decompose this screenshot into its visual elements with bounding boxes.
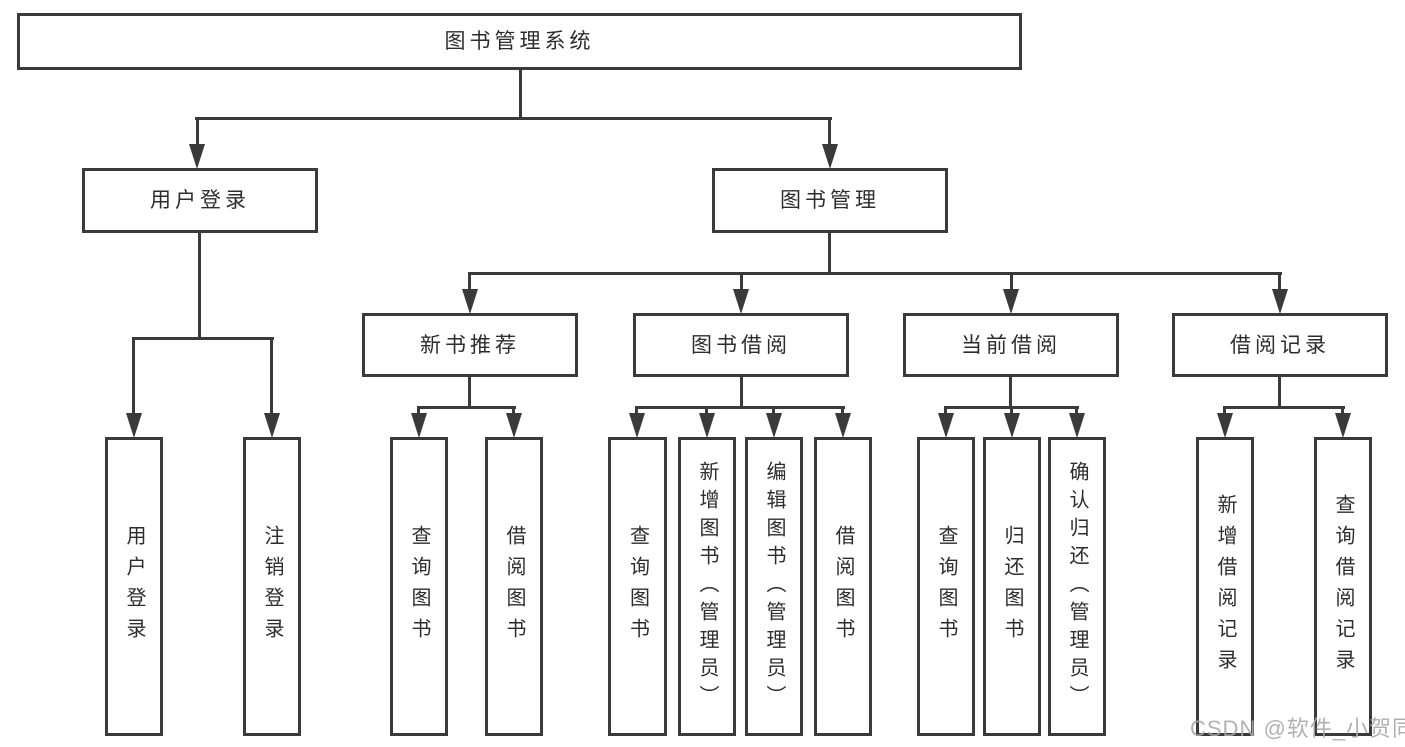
- leaf-confirm-return-admin-label: 确认归还（管理员）: [1066, 460, 1088, 713]
- arrow-down-icon: [733, 289, 749, 314]
- edge-line: [417, 406, 516, 409]
- edge-line: [841, 406, 844, 416]
- arrow-down-icon: [835, 413, 851, 438]
- arrow-down-icon: [1272, 289, 1288, 314]
- arrow-down-icon: [1069, 413, 1085, 438]
- edge-line: [705, 406, 708, 416]
- leaf-add-borrow-record: 新增借阅记录: [1196, 437, 1254, 736]
- edge-line: [1010, 406, 1013, 416]
- edge-line: [740, 377, 743, 409]
- leaf-return-books-label: 归还图书: [1001, 524, 1023, 649]
- arrow-down-icon: [126, 413, 142, 438]
- leaf-logout-label: 注销登录: [261, 524, 283, 649]
- leaf-add-book-admin: 新增图书（管理员）: [678, 437, 736, 736]
- edge-line: [1010, 272, 1013, 292]
- edge-line: [772, 406, 775, 416]
- leaf-query-borrow-record-label: 查询借阅记录: [1332, 493, 1354, 680]
- edge-line: [740, 272, 743, 292]
- node-new-book-recommend-label: 新书推荐: [420, 333, 520, 357]
- node-root-label: 图书管理系统: [444, 30, 595, 53]
- edge-line: [198, 233, 201, 339]
- leaf-borrow-books-borrowing: 借阅图书: [814, 437, 872, 736]
- csdn-watermark: CSDN @软件_小贺同学: [1190, 716, 1405, 741]
- leaf-confirm-return-admin: 确认归还（管理员）: [1048, 437, 1106, 736]
- leaf-add-book-admin-label: 新增图书（管理员）: [696, 460, 718, 713]
- leaf-user-login-label: 用户登录: [123, 524, 145, 649]
- edge-line: [1278, 377, 1281, 409]
- edge-line: [196, 117, 199, 146]
- node-book-borrowing: 图书借阅: [633, 313, 849, 377]
- arrow-down-icon: [822, 144, 838, 169]
- leaf-query-books-current-label: 查询图书: [935, 524, 957, 649]
- arrow-down-icon: [1217, 413, 1233, 438]
- edge-line: [132, 337, 135, 415]
- leaf-query-borrow-record: 查询借阅记录: [1314, 437, 1372, 736]
- arrow-down-icon: [189, 144, 205, 169]
- leaf-query-books-recommend: 查询图书: [390, 437, 448, 736]
- edge-line: [1223, 406, 1345, 409]
- arrow-down-icon: [766, 413, 782, 438]
- edge-line: [512, 406, 515, 416]
- node-book-borrowing-label: 图书借阅: [691, 333, 791, 357]
- leaf-query-books-recommend-label: 查询图书: [408, 524, 430, 649]
- edge-line: [270, 337, 273, 415]
- arrow-down-icon: [462, 289, 478, 314]
- leaf-logout: 注销登录: [243, 437, 301, 736]
- leaf-borrow-books-recommend-label: 借阅图书: [503, 524, 525, 649]
- edge-line: [635, 406, 845, 409]
- edge-line: [1223, 406, 1226, 416]
- leaf-user-login: 用户登录: [105, 437, 163, 736]
- arrow-down-icon: [938, 413, 954, 438]
- edge-line: [468, 272, 471, 292]
- node-new-book-recommend: 新书推荐: [362, 313, 578, 377]
- edge-line: [468, 272, 1282, 275]
- node-book-management-label: 图书管理: [780, 189, 880, 212]
- edge-line: [1075, 406, 1078, 416]
- edge-line: [828, 117, 831, 146]
- edge-line: [417, 406, 420, 416]
- node-current-borrowing-label: 当前借阅: [961, 333, 1061, 357]
- arrow-down-icon: [411, 413, 427, 438]
- leaf-edit-book-admin-label: 编辑图书（管理员）: [763, 460, 785, 713]
- edge-line: [519, 70, 522, 119]
- node-borrowing-records-label: 借阅记录: [1230, 333, 1330, 357]
- edge-line: [828, 233, 831, 275]
- arrow-down-icon: [1335, 413, 1351, 438]
- leaf-add-borrow-record-label: 新增借阅记录: [1214, 493, 1236, 680]
- edge-line: [944, 406, 947, 416]
- leaf-query-books-borrowing: 查询图书: [608, 437, 667, 736]
- edge-line: [1278, 272, 1281, 292]
- arrow-down-icon: [264, 413, 280, 438]
- arrow-down-icon: [629, 413, 645, 438]
- arrow-down-icon: [506, 413, 522, 438]
- node-user-login-label: 用户登录: [150, 189, 250, 212]
- node-user-login: 用户登录: [82, 168, 318, 233]
- node-current-borrowing: 当前借阅: [903, 313, 1119, 377]
- edge-line: [195, 117, 832, 120]
- edge-line: [1009, 377, 1012, 409]
- arrow-down-icon: [1003, 289, 1019, 314]
- leaf-query-books-current: 查询图书: [917, 437, 975, 736]
- edge-line: [1341, 406, 1344, 416]
- node-book-management: 图书管理: [712, 168, 948, 233]
- arrow-down-icon: [1004, 413, 1020, 438]
- leaf-edit-book-admin: 编辑图书（管理员）: [745, 437, 803, 736]
- leaf-query-books-borrowing-label: 查询图书: [626, 524, 649, 649]
- leaf-borrow-books-borrowing-label: 借阅图书: [832, 524, 854, 649]
- edge-line: [132, 337, 274, 340]
- node-root: 图书管理系统: [17, 13, 1022, 70]
- node-borrowing-records: 借阅记录: [1172, 313, 1388, 377]
- leaf-borrow-books-recommend: 借阅图书: [485, 437, 543, 736]
- leaf-return-books: 归还图书: [983, 437, 1041, 736]
- edge-line: [468, 377, 471, 409]
- edge-line: [635, 406, 638, 416]
- arrow-down-icon: [699, 413, 715, 438]
